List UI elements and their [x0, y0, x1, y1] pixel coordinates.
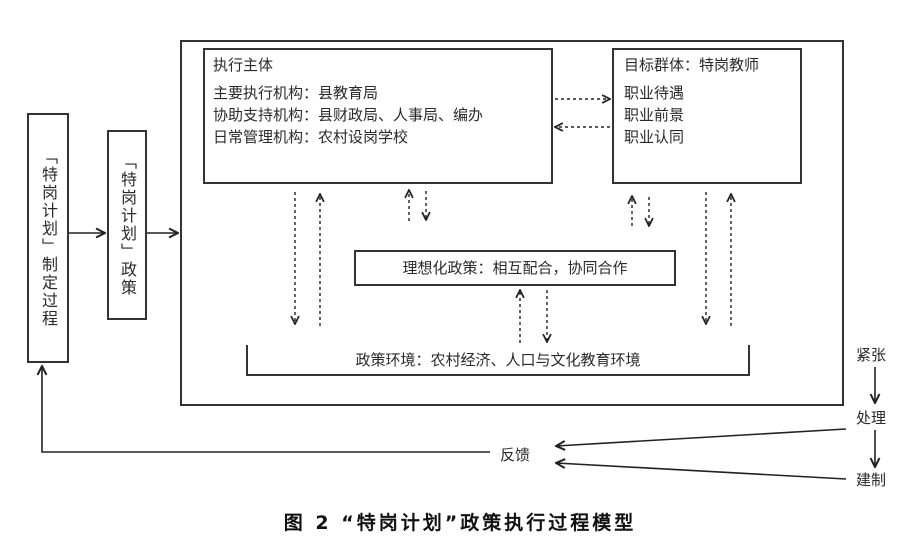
handling-label: 处理	[856, 409, 887, 427]
policy-box: 「特岗计划」政策	[107, 130, 147, 320]
arrow-handling-to-feedback	[556, 428, 847, 446]
policy-label: 「特岗计划」政策	[118, 153, 137, 297]
arrow-institution-to-feedback	[556, 463, 847, 480]
formulation-process-label: 「特岗计划」制定过程	[39, 148, 58, 328]
institution-label: 建制	[856, 471, 887, 489]
executor-item-main: 主要执行机构：县教育局	[213, 84, 379, 102]
figure-caption: 图 2 “特岗计划”政策执行过程模型	[283, 512, 637, 534]
target-group-box: 目标群体：特岗教师 职业待遇 职业前景 职业认同	[612, 48, 802, 184]
target-item-prospect: 职业前景	[624, 106, 685, 124]
executor-box: 执行主体 主要执行机构：县教育局 协助支持机构：县财政局、人事局、编办 日常管理…	[203, 48, 553, 184]
target-item-identity: 职业认同	[624, 128, 685, 146]
tension-label: 紧张	[856, 346, 887, 364]
executor-title: 执行主体	[213, 56, 274, 74]
policy-environment-label: 政策环境：农村经济、人口与文化教育环境	[355, 351, 641, 369]
feedback-label: 反馈	[500, 446, 531, 464]
target-group-title: 目标群体：特岗教师	[624, 56, 760, 74]
formulation-process-box: 「特岗计划」制定过程	[27, 113, 69, 363]
ideal-policy-box: 理想化政策：相互配合，协同合作	[354, 250, 676, 286]
ideal-policy-label: 理想化政策：相互配合，协同合作	[402, 259, 628, 277]
executor-item-daily: 日常管理机构：农村设岗学校	[213, 128, 409, 146]
executor-item-support: 协助支持机构：县财政局、人事局、编办	[213, 106, 484, 124]
policy-environment: 政策环境：农村经济、人口与文化教育环境	[246, 345, 750, 376]
target-item-treatment: 职业待遇	[624, 84, 685, 102]
